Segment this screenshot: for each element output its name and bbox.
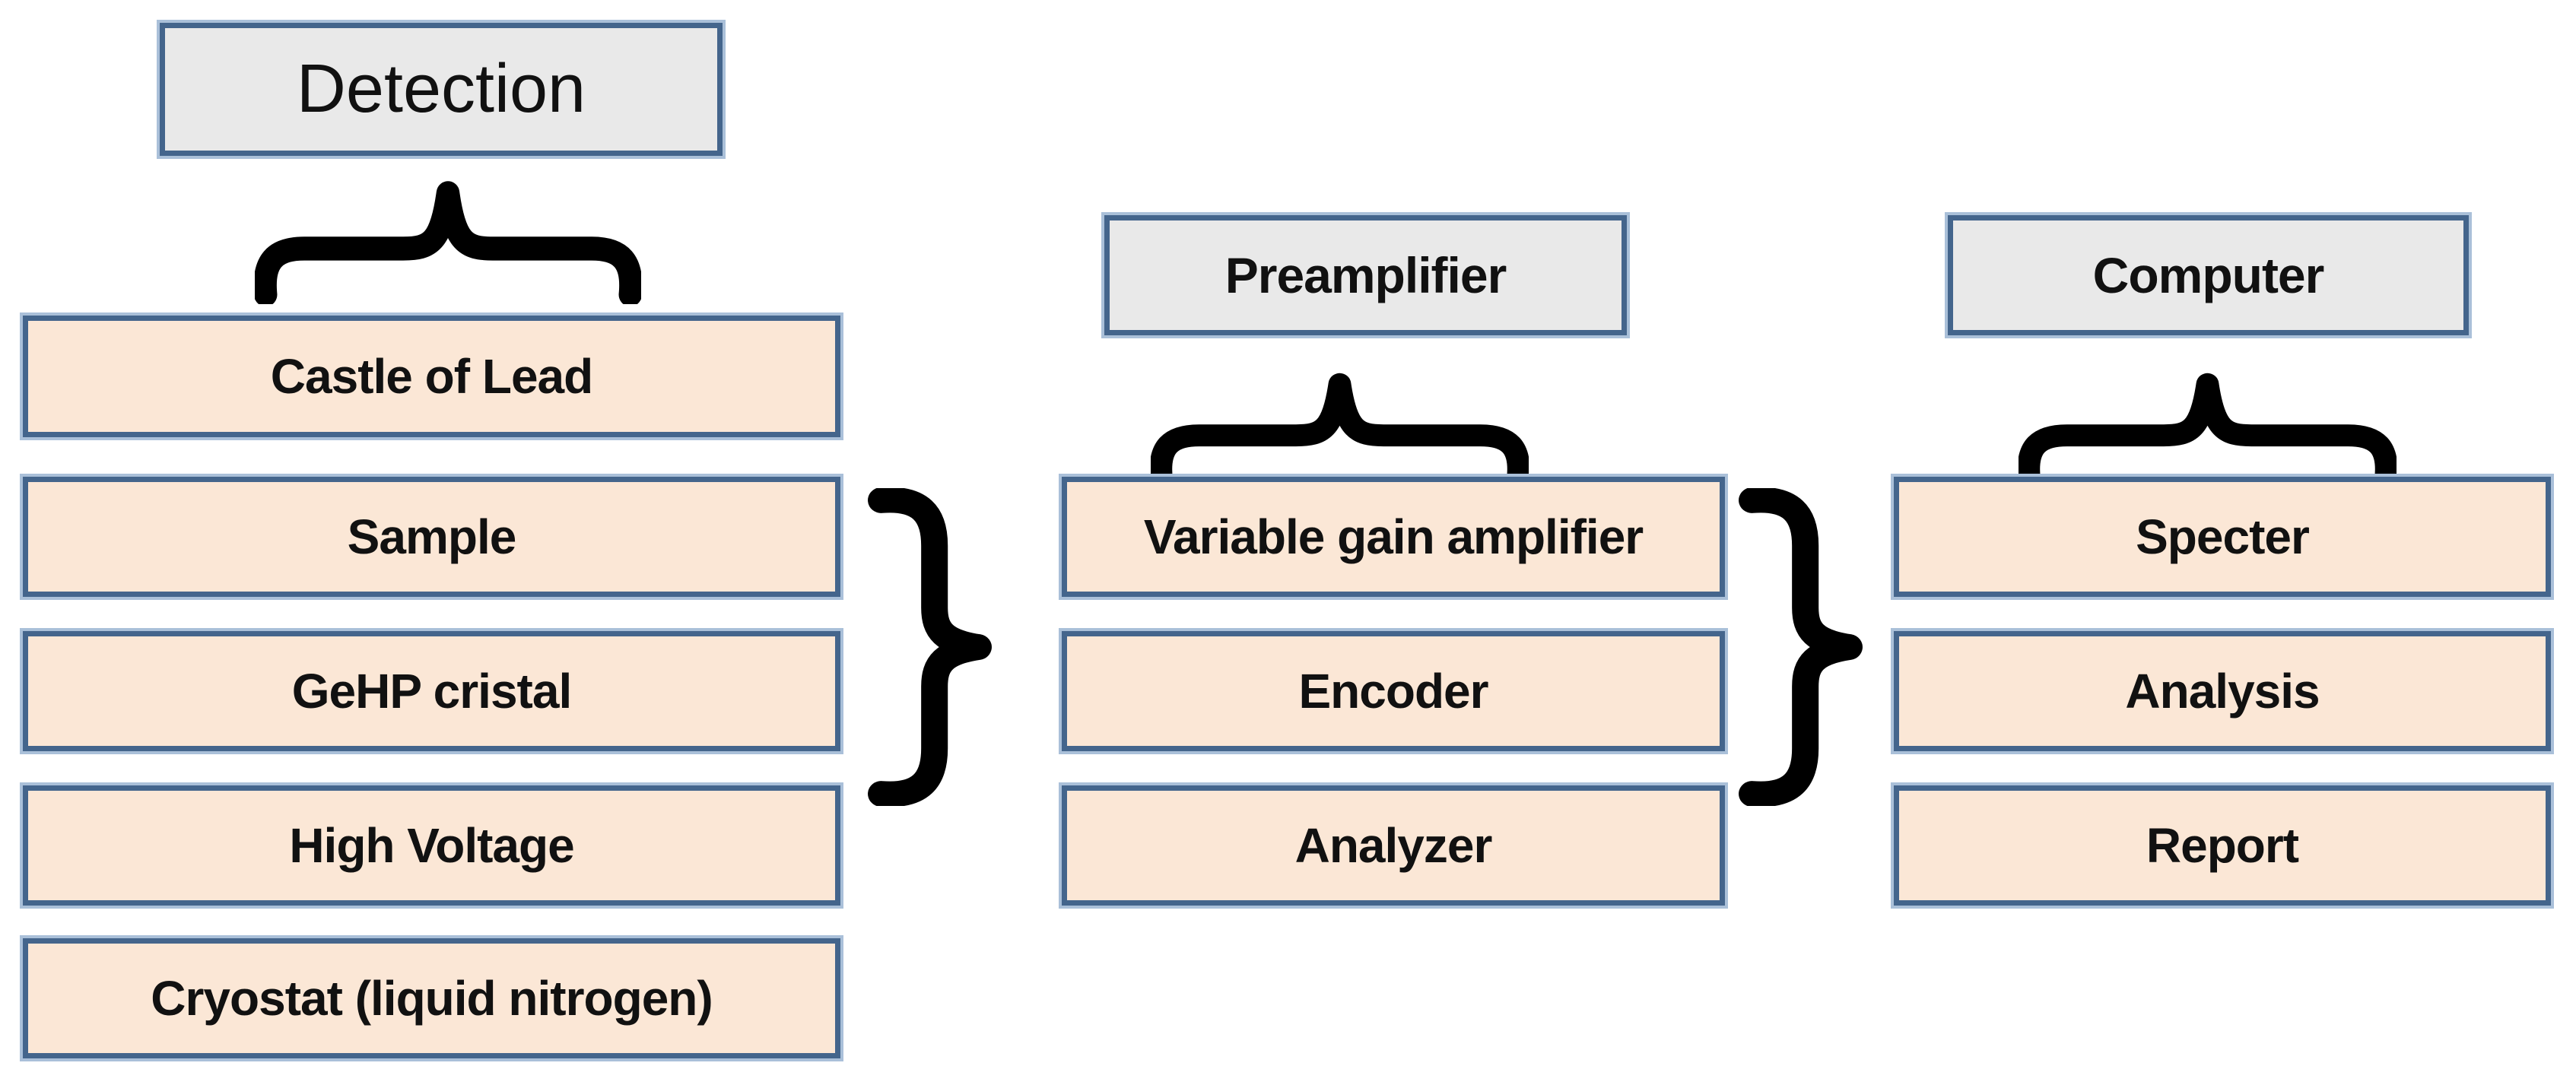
header-box-computer: Computer — [1945, 212, 2472, 338]
right-brace-preamplifier-to-computer-icon — [1739, 488, 1863, 806]
box-variable-gain-amplifier: Variable gain amplifier — [1059, 474, 1728, 600]
box-report: Report — [1891, 782, 2554, 909]
overbrace-computer-icon — [2019, 373, 2397, 487]
box-analysis: Analysis — [1891, 628, 2554, 754]
header-box-preamplifier: Preamplifier — [1101, 212, 1630, 338]
box-cryostat-liquid-nitrogen: Cryostat (liquid nitrogen) — [20, 935, 843, 1061]
box-gehp-cristal: GeHP cristal — [20, 628, 843, 754]
overbrace-detection-icon — [255, 181, 641, 304]
box-encoder: Encoder — [1059, 628, 1728, 754]
box-sample: Sample — [20, 474, 843, 600]
box-specter: Specter — [1891, 474, 2554, 600]
header-box-detection: Detection — [157, 20, 726, 159]
right-brace-detection-to-preamplifier-icon — [868, 488, 992, 806]
overbrace-preamplifier-icon — [1151, 373, 1529, 487]
box-castle-of-lead: Castle of Lead — [20, 312, 843, 440]
box-analyzer: Analyzer — [1059, 782, 1728, 909]
box-high-voltage: High Voltage — [20, 782, 843, 909]
